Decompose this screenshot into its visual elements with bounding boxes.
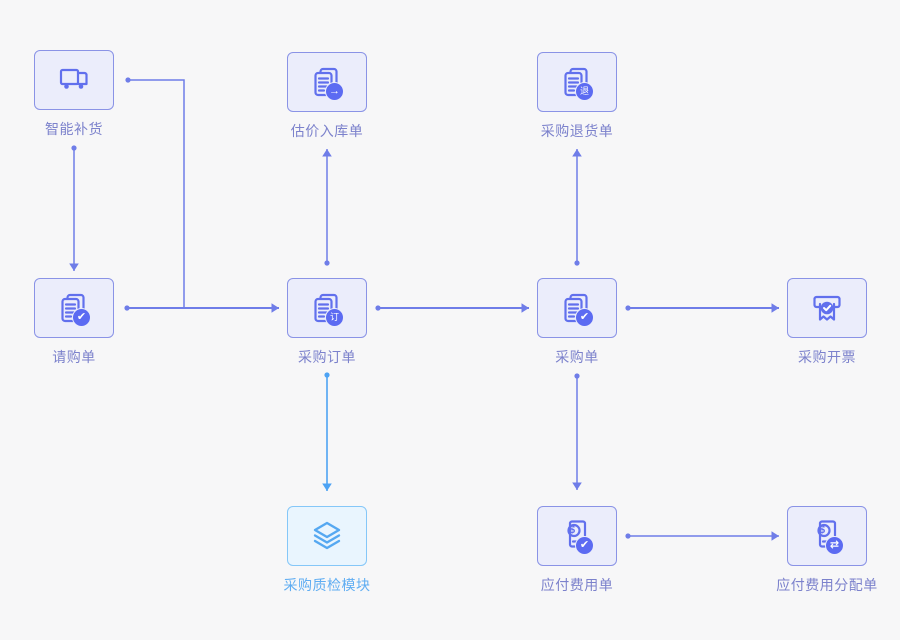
check-badge: ✔ [575,308,594,327]
node-label: 应付费用单 [540,577,614,593]
node-estimated-inbound-receipt[interactable]: → 估价入库单 [287,52,367,141]
document-order-icon: 订 [287,278,367,338]
dollar-glyph: $ [818,524,826,536]
node-smart-replenishment[interactable]: 智能补货 [34,50,114,139]
swap-badge: ⇄ [825,536,844,555]
document-arrow-icon: → [287,52,367,112]
invoice-ribbon-icon [787,278,867,338]
node-purchase-quality-module[interactable]: 采购质检模块 [284,506,370,595]
node-purchase-doc[interactable]: ✔ 采购单 [537,278,617,367]
node-label: 采购单 [555,349,599,365]
node-label: 估价入库单 [290,123,364,139]
node-label: 采购开票 [798,349,856,365]
document-check-icon: ✔ [537,278,617,338]
bill-dollar-check-icon: $ ✔ [537,506,617,566]
node-label: 采购质检模块 [283,577,371,593]
node-purchase-return-order[interactable]: 退 采购退货单 [537,52,617,141]
node-label: 采购退货单 [540,123,614,139]
bill-dollar-swap-icon: $ ⇄ [787,506,867,566]
node-label: 智能补货 [45,121,103,137]
order-badge: 订 [325,308,344,327]
node-purchase-requisition[interactable]: ✔ 请购单 [34,278,114,367]
node-label: 请购单 [52,349,96,365]
dollar-glyph: $ [568,524,576,536]
document-return-icon: 退 [537,52,617,112]
check-badge: ✔ [72,308,91,327]
layers-icon [287,506,367,566]
truck-icon [34,50,114,110]
node-purchase-order[interactable]: 订 采购订单 [287,278,367,367]
return-badge: 退 [575,82,594,101]
node-payable-expense-bill[interactable]: $ ✔ 应付费用单 [537,506,617,595]
node-label: 应付费用分配单 [776,577,878,593]
node-label: 采购订单 [298,349,356,365]
check-badge: ✔ [575,536,594,555]
document-check-icon: ✔ [34,278,114,338]
node-payable-expense-allocation[interactable]: $ ⇄ 应付费用分配单 [776,506,877,595]
node-purchase-invoicing[interactable]: 采购开票 [787,278,867,367]
arrow-badge: → [325,82,344,101]
